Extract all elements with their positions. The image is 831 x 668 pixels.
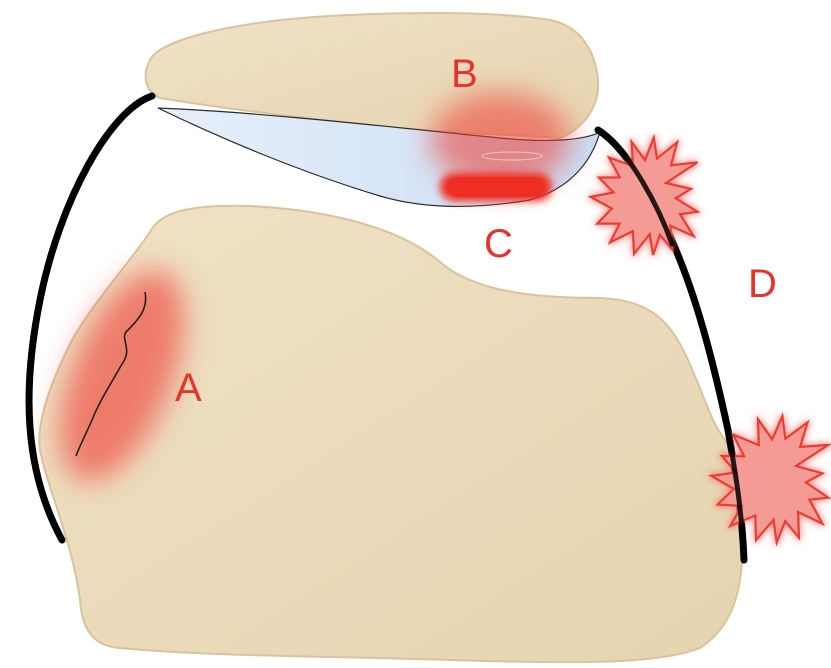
lesion-core-c [448,177,544,197]
starburst-icon [591,138,698,255]
label-b: B [451,54,478,94]
label-a: A [175,368,202,408]
label-d: D [748,264,777,304]
starburst-upper-shape [591,138,698,255]
label-c: C [484,224,513,264]
